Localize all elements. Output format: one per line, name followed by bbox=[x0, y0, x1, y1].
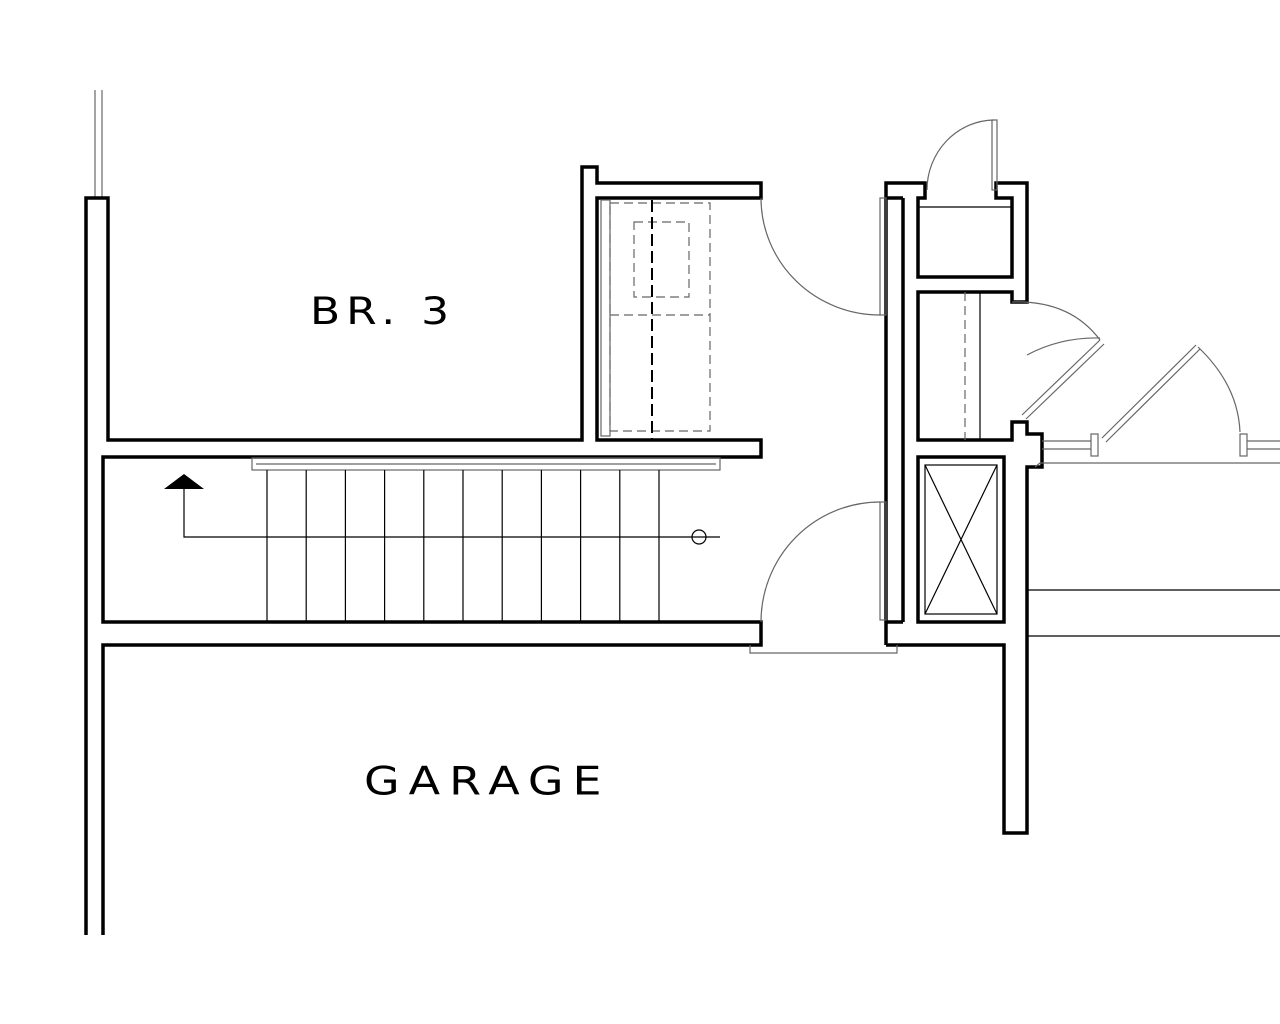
door-top bbox=[926, 119, 998, 191]
closet-shelving bbox=[600, 199, 711, 440]
door-garage bbox=[749, 501, 898, 654]
door-right-double bbox=[1011, 301, 1280, 468]
room-label-br3: BR. 3 bbox=[310, 290, 456, 334]
stairs bbox=[164, 457, 721, 622]
door-closet bbox=[760, 197, 887, 316]
flue-box bbox=[924, 464, 998, 615]
left-wall bbox=[84, 165, 763, 935]
exterior-lines-right bbox=[1027, 589, 1280, 637]
stair-direction-arrow-icon bbox=[164, 474, 204, 489]
room-label-garage: GARAGE bbox=[364, 758, 611, 804]
window-left bbox=[94, 90, 103, 198]
right-structure-walls bbox=[884, 181, 1044, 835]
